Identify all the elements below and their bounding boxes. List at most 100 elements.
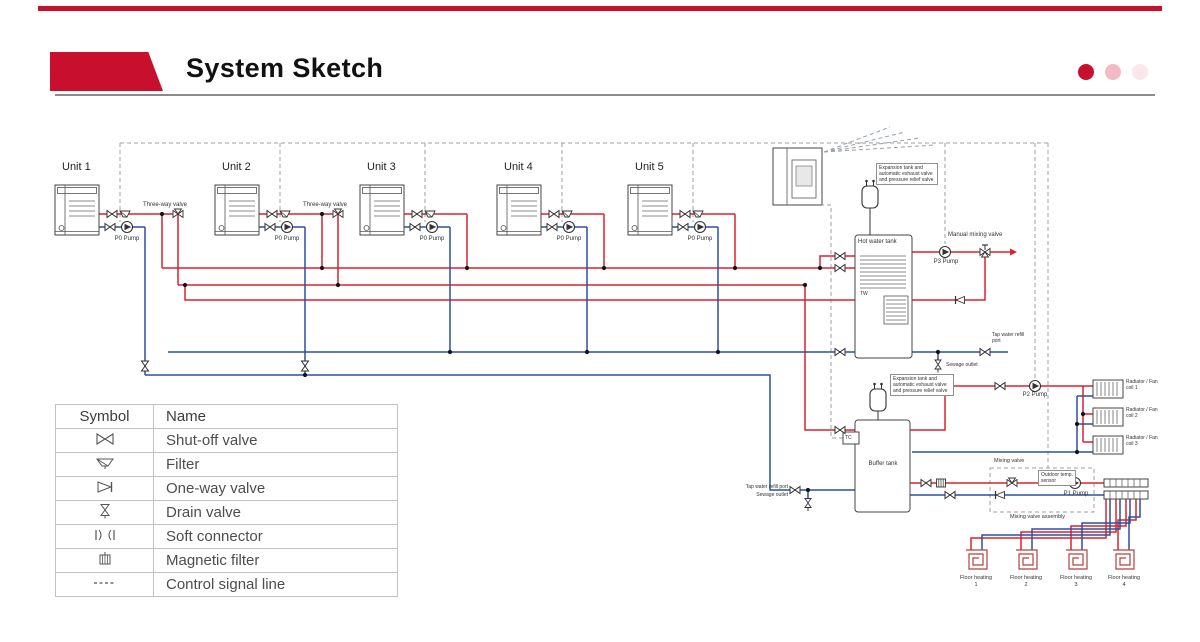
manual-mixing-valve-icon [979, 244, 991, 258]
legend-row: Shut-off valve [55, 428, 398, 453]
filter-icon [424, 210, 436, 218]
floor-heating-3-label: Floor heating 3 [1059, 575, 1093, 588]
legend-row: One-way valve [55, 476, 398, 501]
p0-pump-icon [120, 220, 134, 234]
one-way-valve-icon [97, 480, 112, 493]
heat-pump-unit-4 [496, 184, 542, 236]
three-way-valve-label: Three-way valve [303, 202, 348, 208]
legend-name: Soft connector [153, 524, 398, 549]
p1-pump-label: P1 Pump [1063, 491, 1089, 497]
buffer-tank [842, 382, 911, 513]
manual-mixing-valve-label: Manual mixing valve [948, 232, 1003, 238]
legend-name: Magnetic filter [153, 548, 398, 573]
radiator-3-label: Radiator / Fan coil 3 [1126, 435, 1158, 448]
shut-off-valve-icon [834, 348, 846, 356]
sewage-outlet-label: Sewage outlet [946, 362, 978, 368]
p2-pump-icon [1028, 379, 1042, 393]
mixing-valve-assembly-label: Mixing valve assembly [1010, 514, 1066, 520]
p0-pump-icon [280, 220, 294, 234]
top-accent-bar [38, 6, 1162, 11]
shut-off-valve-icon [106, 210, 118, 218]
header-rule [55, 94, 1155, 96]
legend-table: Symbol Name Shut-off valve Filter One-wa… [55, 404, 398, 597]
dot [1132, 64, 1148, 80]
tc-sensor-box [842, 431, 860, 445]
shut-off-valve-icon [546, 223, 558, 231]
control-signal-line-icon [93, 581, 116, 584]
legend-header-symbol: Symbol [55, 404, 154, 429]
shut-off-valve-icon [301, 360, 309, 372]
unit-1-label: Unit 1 [62, 161, 91, 173]
unit-3-label: Unit 3 [367, 161, 396, 173]
outdoor-temp-sensor-label: Outdoor temp. sensor [1038, 470, 1076, 486]
filter-icon [119, 210, 131, 218]
tc-sensor-label: TC [845, 435, 852, 441]
drain-valve-icon [934, 359, 942, 373]
expansion-tank-note: Expansion tank and automatic exhaust val… [890, 374, 954, 396]
shut-off-valve-icon [944, 491, 956, 499]
expansion-tank-note: Expansion tank and automatic exhaust val… [876, 163, 938, 185]
legend-header-name: Name [153, 404, 398, 429]
dhw-outlet-arrow [1010, 248, 1017, 256]
unit-4-label: Unit 4 [504, 161, 533, 173]
p0-pump-label: P0 Pump [419, 236, 445, 242]
shut-off-valve-icon [264, 223, 276, 231]
shut-off-valve-icon [677, 223, 689, 231]
legend-row: Drain valve [55, 500, 398, 525]
tap-water-refill-label: Tap water refill port [745, 484, 788, 490]
legend-name: Control signal line [153, 572, 398, 597]
tw-sensor-label: TW [860, 291, 868, 297]
three-way-valve-label: Three-way valve [143, 202, 188, 208]
expansion-tank-icon [869, 382, 887, 412]
drain-valve-icon [804, 498, 812, 512]
hot-water-tank [854, 179, 913, 359]
p3-pump-label: P3 Pump [933, 259, 959, 265]
radiator-1-label: Radiator / Fan coil 1 [1126, 379, 1158, 392]
unit-5-label: Unit 5 [635, 161, 664, 173]
legend-row: Filter [55, 452, 398, 477]
p0-pump-icon [693, 220, 707, 234]
one-way-valve-icon [994, 490, 1006, 500]
shut-off-valve-icon [994, 382, 1006, 390]
legend-header-row: Symbol Name [55, 404, 398, 429]
heat-pump-units [54, 184, 673, 236]
dot-active [1078, 64, 1094, 80]
mixing-valve-icon [1006, 477, 1018, 487]
legend-row: Soft connector [55, 524, 398, 549]
page-title: System Sketch [186, 53, 384, 83]
legend-name: Drain valve [153, 500, 398, 525]
floor-heating-2-label: Floor heating 2 [1009, 575, 1043, 588]
p0-pump-label: P0 Pump [687, 236, 713, 242]
dot [1105, 64, 1121, 80]
shut-off-valve-icon [266, 210, 278, 218]
soft-connector-icon [94, 529, 115, 540]
legend-name: Filter [153, 452, 398, 477]
hot-water-tank-label: Hot water tank [858, 239, 897, 245]
shut-off-valve-icon [548, 210, 560, 218]
filter-icon [95, 458, 114, 469]
shut-off-valve-icon [95, 432, 114, 445]
heat-pump-unit-5 [627, 184, 673, 236]
floor-heating-4-label: Floor heating 4 [1107, 575, 1141, 588]
tap-water-refill-label: Tap water refill port [992, 332, 1025, 345]
radiators [1092, 379, 1124, 455]
mixing-valve-label: Mixing valve [994, 458, 1025, 464]
buffer-tank-label: Buffer tank [868, 461, 898, 467]
shut-off-valve-icon [411, 210, 423, 218]
heat-pump-unit-1 [54, 184, 100, 236]
legend-row: Control signal line [55, 572, 398, 597]
shut-off-valve-icon [409, 223, 421, 231]
title-flag [50, 52, 163, 91]
magnetic-filter-icon [99, 551, 110, 564]
shut-off-valve-icon [834, 252, 846, 260]
shut-off-valve-icon [679, 210, 691, 218]
legend-name: One-way valve [153, 476, 398, 501]
shut-off-valve-icon [789, 486, 801, 494]
floor-heating-1-label: Floor heating 1 [959, 575, 993, 588]
filter-icon [561, 210, 573, 218]
drain-valve-icon [99, 503, 110, 518]
p0-pump-label: P0 Pump [274, 236, 300, 242]
p2-pump-label: P2 Pump [1022, 392, 1048, 398]
